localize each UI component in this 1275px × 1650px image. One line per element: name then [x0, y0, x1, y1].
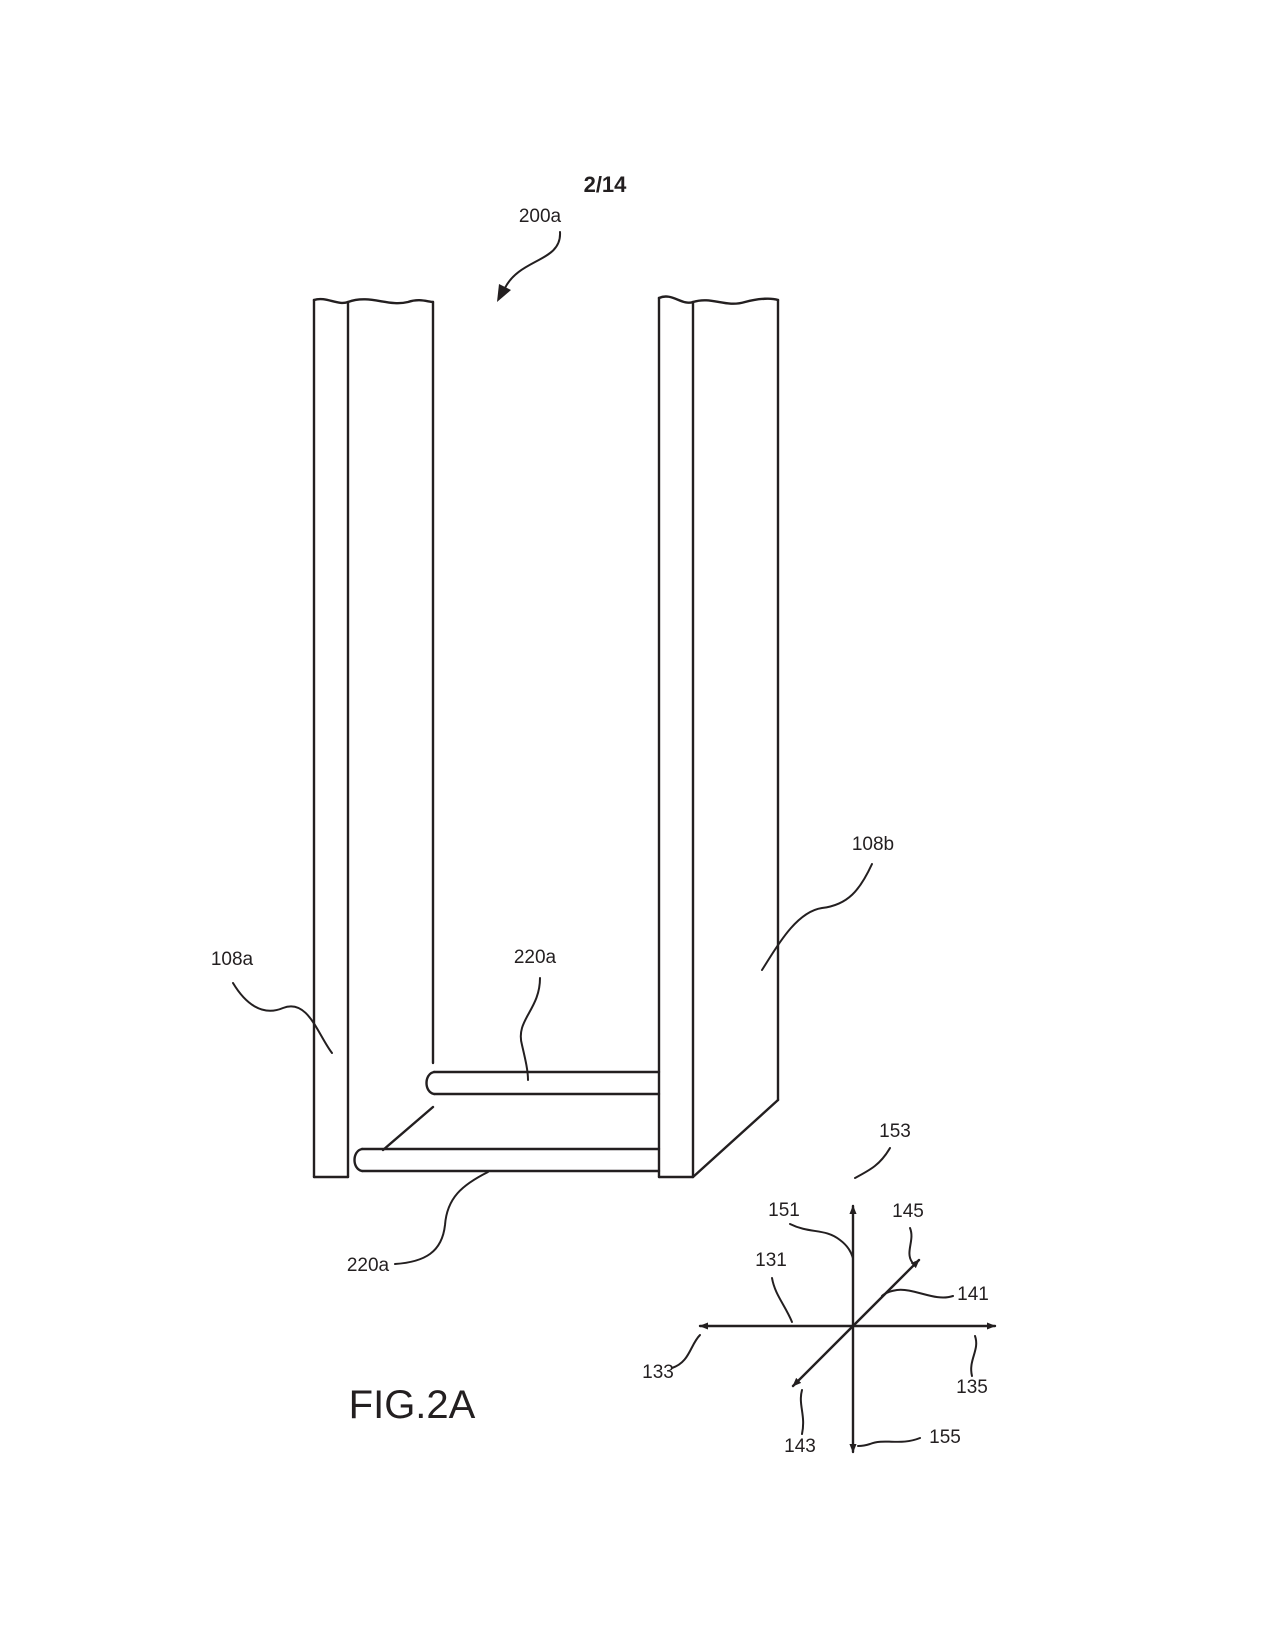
figure-label: FIG.2A — [349, 1383, 476, 1427]
ref-label-133: 133 — [642, 1362, 674, 1383]
leader-108a — [233, 983, 332, 1053]
leader-220a-upper — [521, 978, 540, 1080]
ref-label-135: 135 — [956, 1377, 988, 1398]
ref-label-108b: 108b — [852, 834, 894, 855]
floor-edge — [383, 1107, 433, 1150]
ref-label-200a: 200a — [519, 206, 562, 227]
ref-label-131: 131 — [755, 1250, 787, 1271]
ref-label-141: 141 — [957, 1284, 989, 1305]
ref-label-155: 155 — [929, 1427, 961, 1448]
ref-label-145: 145 — [892, 1201, 924, 1222]
ref-label-153: 153 — [879, 1121, 911, 1142]
rod-lower-220a — [355, 1149, 660, 1171]
ref-label-151: 151 — [768, 1200, 800, 1221]
rod-upper-220a — [427, 1072, 660, 1094]
ref-label-143: 143 — [784, 1436, 816, 1457]
ref-label-220a-lower: 220a — [347, 1255, 390, 1276]
wall-108b — [659, 296, 778, 1177]
arrowhead-200a — [497, 284, 511, 302]
sheet-number: 2/14 — [584, 172, 628, 197]
ref-label-108a: 108a — [211, 949, 254, 970]
wall-108a — [314, 299, 433, 1177]
ref-label-220a-upper: 220a — [514, 947, 557, 968]
axis-indicator: 153 151 145 141 131 133 135 143 155 — [642, 1121, 995, 1457]
leader-220a-lower — [395, 1172, 488, 1264]
leader-200a — [505, 232, 560, 288]
